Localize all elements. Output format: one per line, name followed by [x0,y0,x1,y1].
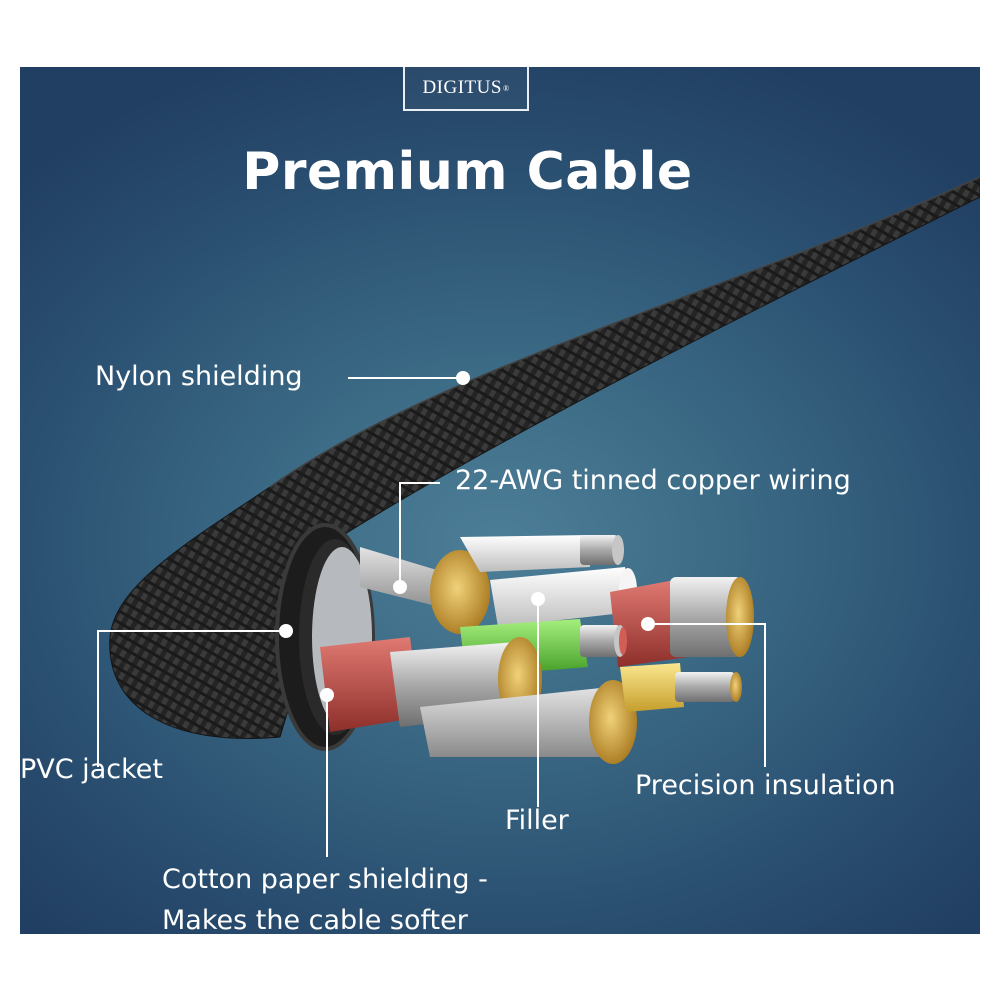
cable-illustration [97,176,980,857]
page-title: Premium Cable [242,142,693,202]
callout-dots [279,371,655,702]
callout-lines [97,377,766,857]
copper-wire-top [430,550,490,634]
brand-logo: DIGITUS® [403,67,529,111]
registered-mark: ® [502,83,510,93]
copper-end-right [726,577,754,657]
filler-rod [490,567,632,627]
product-panel: DIGITUS® Premium Cable Nylon shielding 2… [20,67,980,934]
label-copper-wiring: 22-AWG tinned copper wiring [455,465,851,496]
brand-name: DIGITUS [422,77,502,98]
label-cotton-paper-line1: Cotton paper shielding - [162,864,488,895]
label-precision-insulation: Precision insulation [635,770,896,801]
label-nylon-shielding: Nylon shielding [95,361,303,392]
label-filler: Filler [505,805,569,836]
label-cotton-paper-line2: Makes the cable softer [162,905,468,934]
label-pvc-jacket: PVC jacket [20,754,163,785]
